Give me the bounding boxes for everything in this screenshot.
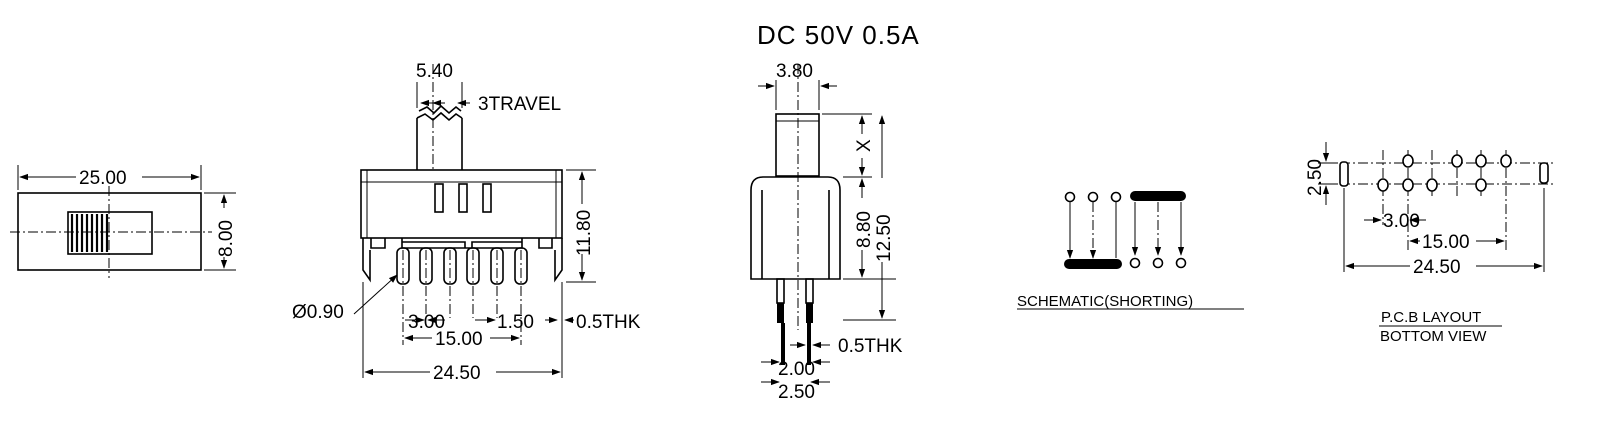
- front-pin-dia-label: Ø0.90: [292, 302, 344, 323]
- pcb-caption-2: BOTTOM VIEW: [1380, 328, 1487, 345]
- front-window-1: [434, 183, 444, 213]
- front-mount-legs: [362, 238, 563, 283]
- pcb-row-label: 2.50: [1305, 159, 1326, 196]
- pcb-mount-slot-right: [1539, 162, 1549, 184]
- schematic-shorting-bar-bottom: [1064, 259, 1122, 269]
- front-window-3: [482, 183, 492, 213]
- top-length-label: 25.00: [79, 168, 127, 189]
- side-x-label: X: [854, 139, 875, 152]
- front-span24-label: 24.50: [433, 363, 481, 384]
- front-height-label: 11.80: [574, 210, 595, 256]
- front-span15-label: 15.00: [435, 329, 483, 350]
- front-actuator-label: 5.40: [416, 61, 453, 82]
- front-view: 5.40 3TRAVEL 11.80 Ø0.90 3.00 1.50 0.5TH…: [292, 61, 641, 384]
- side-body-label: 8.80: [854, 211, 875, 248]
- side-pin-left: [776, 278, 785, 304]
- pcb-holes: [1377, 154, 1512, 192]
- pcb-span15-label: 15.00: [1422, 232, 1470, 253]
- schematic-caption: SCHEMATIC(SHORTING): [1017, 293, 1193, 310]
- side-thickness-label: 0.5THK: [838, 336, 903, 357]
- front-window-2: [458, 183, 468, 213]
- rating-title: DC 50V 0.5A: [757, 20, 920, 50]
- pcb-pitch-label: 3.00: [1383, 211, 1420, 232]
- top-width-label: 8.00: [216, 220, 237, 257]
- top-view: 25.00 8.00: [10, 165, 237, 278]
- side-body: [750, 176, 841, 280]
- pcb-mount-slot-left: [1339, 161, 1349, 187]
- side-pin-pitch-label: 2.50: [778, 382, 815, 403]
- side-total-label: 12.50: [874, 214, 895, 262]
- front-pitch2-label: 1.50: [497, 312, 534, 333]
- top-knob-grip: [70, 214, 109, 252]
- side-actuator-label: 3.80: [776, 61, 813, 82]
- front-pins: [396, 247, 528, 285]
- front-thickness-label: 0.5THK: [576, 312, 641, 333]
- front-travel-label: 3TRAVEL: [478, 94, 561, 115]
- pcb-span24-label: 24.50: [1413, 257, 1461, 278]
- front-body: [360, 169, 563, 239]
- top-slot: [67, 211, 153, 255]
- side-pin-right: [805, 278, 814, 304]
- schematic-shorting-bar-top: [1130, 191, 1186, 201]
- side-pin-label: 2.00: [778, 359, 815, 380]
- front-actuator: [416, 118, 463, 170]
- side-view: 3.80 X 8.80 12.50 0.5THK 2.00 2.50: [750, 61, 903, 403]
- pcb-caption-1: P.C.B LAYOUT: [1381, 309, 1481, 326]
- pcb-layout: 2.50 3.00 15.00 24.50 P.C.B LAYOUT BOTTO…: [1305, 142, 1556, 345]
- schematic: SCHEMATIC(SHORTING): [1017, 191, 1244, 310]
